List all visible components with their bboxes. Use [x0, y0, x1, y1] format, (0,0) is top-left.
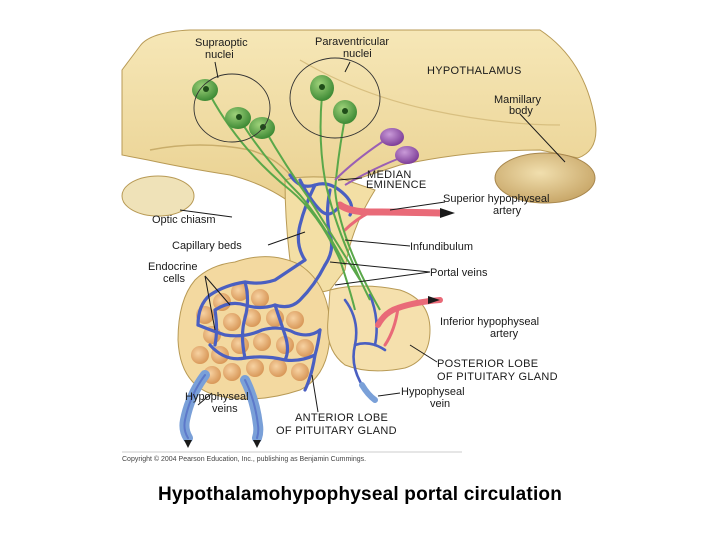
mamillary-body: [494, 152, 596, 204]
label-hypothalamus: HYPOTHALAMUS: [427, 65, 522, 77]
supraoptic-neurons: [192, 79, 361, 311]
label-inferior-artery-2: artery: [490, 328, 519, 340]
label-infundibulum: Infundibulum: [410, 241, 473, 253]
label-median-eminence: MEDIAN: [367, 169, 412, 181]
label-posterior-lobe-2: OF PITUITARY GLAND: [437, 371, 558, 383]
label-portal-veins: Portal veins: [430, 267, 488, 279]
label-paraventricular-2: nuclei: [343, 48, 372, 60]
label-mamillary-2: body: [509, 105, 533, 117]
label-mamillary: Mamillary: [494, 94, 542, 106]
copyright-text: Copyright © 2004 Pearson Education, Inc.…: [122, 455, 366, 463]
label-hypophyseal-vein: Hypophyseal: [401, 386, 465, 398]
label-paraventricular: Paraventricular: [315, 36, 389, 48]
label-anterior-lobe-2: OF PITUITARY GLAND: [276, 425, 397, 437]
label-anterior-lobe: ANTERIOR LOBE: [295, 412, 388, 424]
label-median-eminence-2: EMINENCE: [366, 179, 426, 191]
vein-flow-arrows: [184, 440, 261, 448]
third-ventricle-line: [299, 59, 561, 126]
supraoptic-nuclei-outline: [193, 73, 271, 143]
posterior-lobe: [327, 285, 431, 372]
hypophyseal-vein: [359, 382, 378, 403]
posterior-vein-network: [343, 293, 387, 387]
inferior-artery-arrow: [428, 296, 440, 304]
label-superior-artery: Superior hypophyseal: [443, 193, 549, 205]
label-hypophyseal-vein-2: vein: [430, 398, 450, 410]
label-inferior-artery: Inferior hypophyseal: [440, 316, 539, 328]
paraventricular-neurons: [310, 75, 381, 311]
paraventricular-nuclei-outline: [289, 57, 381, 139]
label-hypophyseal-veins-2: veins: [212, 403, 238, 415]
label-capillary-beds: Capillary beds: [172, 240, 242, 252]
inferior-hypophyseal-artery: [375, 297, 443, 347]
label-posterior-lobe: POSTERIOR LOBE: [437, 358, 538, 370]
label-optic-chiasm: Optic chiasm: [152, 214, 216, 226]
superior-hypophyseal-artery: [336, 201, 444, 232]
optic-chiasm: [121, 175, 195, 217]
superior-artery-arrow: [440, 208, 455, 218]
leader-lines: [179, 61, 566, 413]
label-endocrine-2: cells: [163, 273, 186, 285]
label-supraoptic-2: nuclei: [205, 49, 234, 61]
figure-caption: Hypothalamohypophyseal portal circulatio…: [157, 484, 563, 505]
releasing-hormone-neurons: [334, 128, 419, 186]
hypophyseal-veins: [179, 370, 264, 443]
hypothalamus-fold: [149, 144, 301, 191]
label-supraoptic: Supraoptic: [195, 37, 248, 49]
label-endocrine: Endocrine: [148, 261, 198, 273]
label-superior-artery-2: artery: [493, 205, 522, 217]
label-hypophyseal-veins: Hypophyseal: [185, 391, 249, 403]
